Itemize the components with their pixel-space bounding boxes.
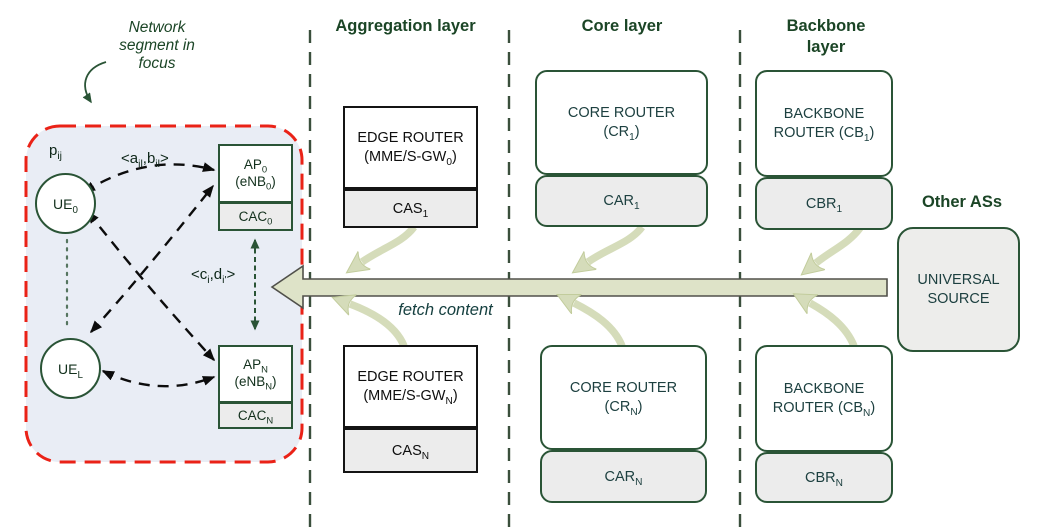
cache-cas1-label: CAS1: [392, 200, 429, 220]
cache-cbr1-label: CBR1: [805, 195, 843, 215]
cache-car1-label: CAR1: [603, 193, 640, 212]
link-ue0-ap0: [82, 162, 216, 194]
focus-caption: Network segment in focus: [119, 19, 195, 72]
node-universal-source-line2: SOURCE: [927, 290, 990, 307]
node-edge-router-0-line2: (MME/S-GW0): [364, 148, 457, 168]
cache-cas1: CAS1: [343, 189, 478, 228]
cache-cacn: CACN: [218, 403, 293, 429]
heading-core-layer: Core layer: [581, 17, 663, 35]
cache-cbrn: CBRN: [755, 452, 893, 503]
swoosh-arrow-casn: [350, 304, 408, 348]
node-core-router-n-line1: CORE ROUTER: [569, 379, 678, 396]
link-uel-ap0: [89, 184, 214, 334]
node-core-router-1: CORE ROUTER (CR1): [535, 70, 708, 175]
node-edge-router-n: EDGE ROUTER (MME/S-GWN): [343, 345, 478, 428]
cache-carn: CARN: [540, 450, 707, 503]
heading-other-ass: Other ASs: [921, 193, 1003, 211]
cd-pair-label: <ci,di'>: [191, 266, 236, 286]
fetch-content-arrow: [270, 264, 888, 310]
fetch-content-label: fetch content: [398, 301, 493, 319]
node-core-router-1-line1: CORE ROUTER: [567, 104, 676, 121]
node-ap0-name: AP0: [243, 156, 268, 176]
node-backbone-router-n-line2: ROUTER (CBN): [772, 399, 876, 419]
node-apn-subname: (eNBN): [234, 374, 277, 393]
node-backbone-router-1-line2: ROUTER (CB1): [773, 124, 875, 144]
ab-pair-label: <ail,bil>: [121, 150, 169, 170]
node-ue0-label: UE0: [53, 195, 78, 216]
cache-cbr1: CBR1: [755, 177, 893, 230]
node-universal-source: UNIVERSAL SOURCE: [897, 227, 1020, 352]
swoosh-arrow-carn: [574, 303, 626, 348]
swoosh-arrow-cbn: [810, 303, 858, 348]
node-uel: UEL: [40, 338, 101, 399]
node-edge-router-0: EDGE ROUTER (MME/S-GW0): [343, 106, 478, 189]
node-edge-router-n-line1: EDGE ROUTER: [357, 368, 464, 385]
cache-cacn-label: CACN: [237, 408, 274, 427]
node-backbone-router-n-line1: BACKBONE: [783, 380, 865, 397]
swoosh-arrow-car1: [588, 224, 645, 262]
pij-label: pij: [49, 142, 63, 162]
heading-backbone-layer: Backbone layer: [786, 17, 866, 56]
node-ap0: AP0 (eNB0): [218, 144, 293, 203]
heading-aggregation-layer: Aggregation layer: [335, 17, 476, 35]
cache-cac0: CAC0: [218, 203, 293, 231]
node-universal-source-line1: UNIVERSAL: [917, 271, 1000, 288]
node-core-router-n: CORE ROUTER (CRN): [540, 345, 707, 450]
node-core-router-n-line2: (CRN): [604, 398, 643, 418]
node-ue0: UE0: [35, 173, 96, 234]
cache-casn-label: CASN: [391, 442, 430, 462]
link-uel-apn: [101, 369, 216, 388]
focus-caption-arrow: [82, 61, 107, 104]
node-uel-label: UEL: [58, 360, 83, 381]
swoosh-arrow-cbr1: [816, 225, 863, 263]
cache-casn: CASN: [343, 428, 478, 473]
node-apn-name: APN: [243, 357, 268, 376]
node-apn: APN (eNBN): [218, 345, 293, 403]
node-backbone-router-1: BACKBONE ROUTER (CB1): [755, 70, 893, 177]
node-backbone-router-n: BACKBONE ROUTER (CBN): [755, 345, 893, 452]
node-ap0-subname: (eNB0): [235, 173, 276, 193]
swoosh-arrow-cas1: [362, 224, 417, 262]
cache-cbrn-label: CBRN: [805, 469, 843, 489]
cache-cac0-label: CAC0: [238, 209, 273, 228]
node-edge-router-0-line1: EDGE ROUTER: [357, 129, 464, 146]
node-edge-router-n-line2: (MME/S-GWN): [363, 387, 458, 407]
cache-carn-label: CARN: [604, 468, 643, 488]
cache-car1: CAR1: [535, 175, 708, 227]
node-backbone-router-1-line1: BACKBONE: [783, 105, 865, 122]
node-core-router-1-line2: (CR1): [603, 123, 640, 143]
